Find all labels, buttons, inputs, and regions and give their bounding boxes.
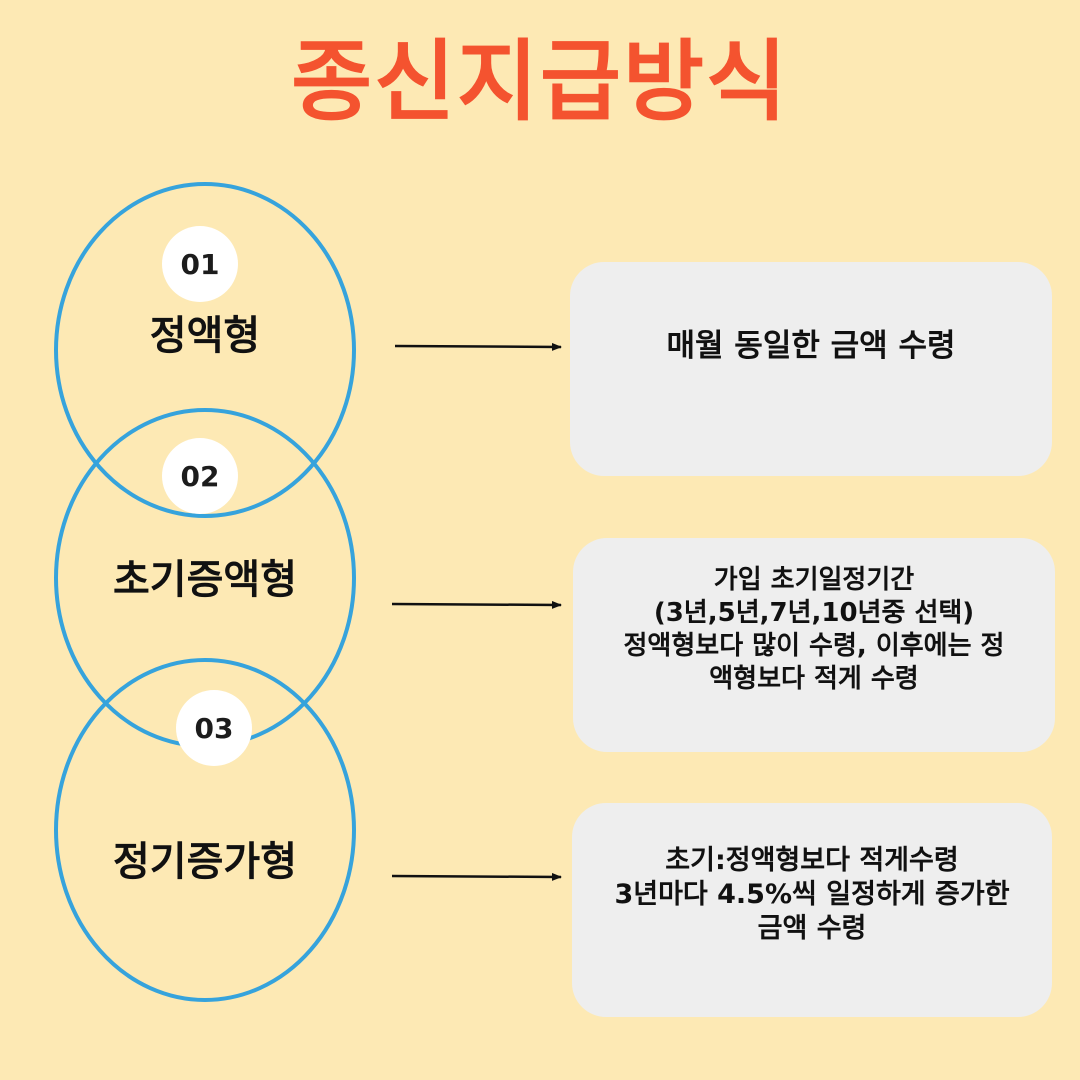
- description-box-03: 초기:정액형보다 적게수령 3년마다 4.5%씩 일정하게 증가한 금액 수령: [572, 803, 1052, 1017]
- page-title: 종신지급방식: [291, 30, 789, 133]
- arrow-01: [394, 342, 562, 351]
- ring-01: [54, 182, 356, 518]
- badge-02: 02: [162, 438, 238, 514]
- arrow-03: [391, 872, 562, 881]
- description-box-01: 매월 동일한 금액 수령: [570, 262, 1052, 476]
- description-text-01: 매월 동일한 금액 수령: [666, 328, 956, 365]
- type-label-01: 정액형: [149, 313, 261, 359]
- type-label-03: 정기증가형: [113, 839, 297, 885]
- description-text-03: 초기:정액형보다 적게수령 3년마다 4.5%씩 일정하게 증가한 금액 수령: [614, 844, 1010, 945]
- badge-01: 01: [162, 226, 238, 302]
- arrow-02: [391, 600, 562, 609]
- badge-03: 03: [176, 690, 252, 766]
- description-box-02: 가입 초기일정기간 (3년,5년,7년,10년중 선택) 정액형보다 많이 수령…: [573, 538, 1055, 752]
- type-label-02: 초기증액형: [113, 557, 297, 603]
- ring-03: [54, 658, 356, 1002]
- description-text-02: 가입 초기일정기간 (3년,5년,7년,10년중 선택) 정액형보다 많이 수령…: [623, 564, 1005, 695]
